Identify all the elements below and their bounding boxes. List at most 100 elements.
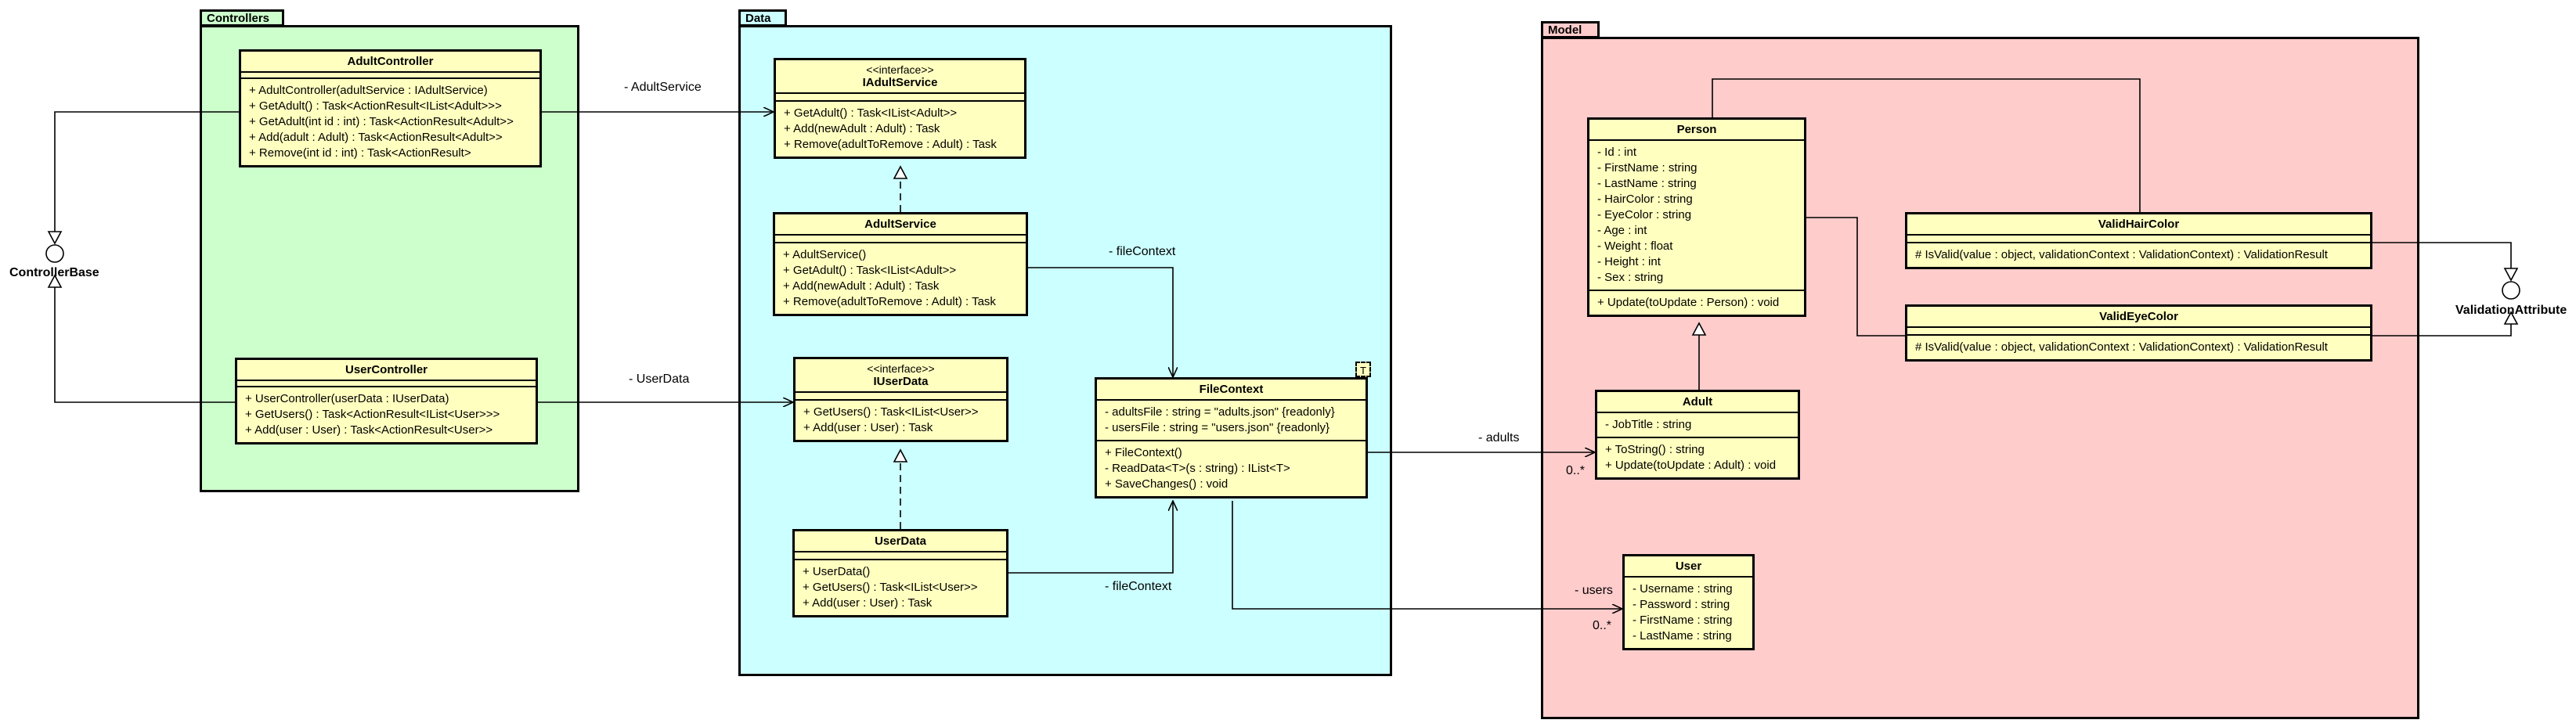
attributes-compartment: - adultsFile : string = "adults.json" {r… [1097, 401, 1366, 441]
method: + GetUsers() : Task<IList<User>> [803, 405, 979, 419]
class-user-data[interactable]: UserData + UserData() + GetUsers() : Tas… [792, 529, 1008, 617]
method: + Add(adult : Adult) : Task<ActionResult… [249, 131, 503, 144]
multiplicity-adults: 0..* [1566, 464, 1586, 477]
template-parameter: T [1355, 362, 1371, 377]
attribute: - JobTitle : string [1605, 418, 1692, 431]
method: # IsValid(value : object, validationCont… [1915, 340, 2328, 354]
package-tab-data: Data [738, 9, 787, 27]
attribute: - Username : string [1633, 582, 1733, 596]
class-name: Adult [1597, 392, 1798, 413]
method: + UserController(userData : IUserData) [245, 392, 449, 405]
class-valid-hair-color[interactable]: ValidHairColor # IsValid(value : object,… [1905, 212, 2372, 269]
methods-compartment: # IsValid(value : object, validationCont… [1907, 243, 2370, 267]
method: - ReadData<T>(s : string) : IList<T> [1105, 462, 1290, 475]
method: + GetAdult() : Task<IList<Adult>> [784, 106, 958, 120]
attribute: - LastName : string [1633, 629, 1732, 642]
attributes-compartment [241, 73, 539, 79]
association-label-adults: - adults [1478, 431, 1520, 444]
association-label-file-context-2: - fileContext [1105, 580, 1172, 593]
class-user[interactable]: User - Username : string - Password : st… [1622, 554, 1755, 650]
attribute: - FirstName : string [1633, 614, 1733, 627]
class-person[interactable]: Person - Id : int - FirstName : string -… [1587, 117, 1806, 317]
attribute: - Password : string [1633, 598, 1730, 611]
method: + GetUsers() : Task<ActionResult<IList<U… [245, 408, 500, 421]
attribute: - LastName : string [1597, 177, 1697, 190]
method: + Add(user : User) : Task [803, 421, 933, 434]
class-adult-service[interactable]: AdultService + AdultService() + GetAdult… [773, 212, 1028, 316]
method: + GetAdult() : Task<IList<Adult>> [783, 264, 957, 277]
stereotype: <<interface>> [866, 63, 934, 76]
attribute: - Id : int [1597, 146, 1637, 159]
methods-compartment: + ToString() : string + Update(toUpdate … [1597, 438, 1798, 477]
class-name: <<interface>> IUserData [796, 359, 1006, 393]
methods-compartment: # IsValid(value : object, validationCont… [1907, 336, 2370, 359]
association-label-adult-service: - AdultService [624, 81, 702, 94]
attributes-compartment [775, 236, 1026, 243]
method: + GetAdult() : Task<ActionResult<IList<A… [249, 99, 502, 113]
stereotype: <<interface>> [867, 362, 935, 375]
interface-iadult-service[interactable]: <<interface>> IAdultService + GetAdult()… [774, 58, 1026, 159]
attribute: - Height : int [1597, 255, 1661, 268]
interface-name: IAdultService [862, 76, 938, 89]
method: + SaveChanges() : void [1105, 477, 1228, 491]
class-valid-eye-color[interactable]: ValidEyeColor # IsValid(value : object, … [1905, 304, 2372, 362]
method: + Update(toUpdate : Person) : void [1597, 296, 1780, 309]
attribute: - EyeColor : string [1597, 208, 1692, 221]
class-file-context[interactable]: FileContext - adultsFile : string = "adu… [1095, 377, 1368, 498]
attributes-compartment [1907, 236, 2370, 243]
attribute: - FirstName : string [1597, 161, 1697, 175]
method: + Remove(adultToRemove : Adult) : Task [784, 138, 997, 151]
attribute: - adultsFile : string = "adults.json" {r… [1105, 405, 1335, 419]
association-label-users: - users [1575, 584, 1613, 597]
methods-compartment: + UserController(userData : IUserData) +… [237, 387, 536, 442]
method: + Remove(int id : int) : Task<ActionResu… [249, 146, 471, 160]
attribute: - Age : int [1597, 224, 1647, 237]
class-name: UserController [237, 360, 536, 381]
association-label-file-context-1: - fileContext [1109, 245, 1176, 258]
method: + AdultController(adultService : IAdultS… [249, 84, 488, 97]
methods-compartment: + GetAdult() : Task<IList<Adult>> + Add(… [776, 102, 1024, 157]
method: + FileContext() [1105, 446, 1182, 459]
methods-compartment: + AdultController(adultService : IAdultS… [241, 79, 539, 165]
validation-attribute-label: ValidationAttribute [2455, 304, 2567, 317]
class-name: AdultController [241, 52, 539, 73]
method: + Update(toUpdate : Adult) : void [1605, 459, 1777, 472]
class-name: ValidHairColor [1907, 214, 2370, 236]
method: + UserData() [803, 565, 871, 578]
controller-base-lollipop [45, 244, 64, 263]
methods-compartment: + AdultService() + GetAdult() : Task<ILi… [775, 243, 1026, 314]
validation-attribute-lollipop [2502, 281, 2520, 300]
interface-iuser-data[interactable]: <<interface>> IUserData + GetUsers() : T… [793, 357, 1008, 442]
class-adult[interactable]: Adult - JobTitle : string + ToString() :… [1595, 390, 1800, 480]
method: + GetAdult(int id : int) : Task<ActionRe… [249, 115, 514, 128]
class-name: AdultService [775, 214, 1026, 236]
controller-base-label: ControllerBase [9, 266, 99, 279]
association-label-user-data: - UserData [629, 372, 690, 386]
method: + Add(newAdult : Adult) : Task [784, 122, 940, 135]
attributes-compartment [795, 552, 1006, 560]
methods-compartment: + FileContext() - ReadData<T>(s : string… [1097, 441, 1366, 496]
attributes-compartment: - Username : string - Password : string … [1625, 578, 1752, 648]
attribute: - Weight : float [1597, 239, 1673, 253]
attributes-compartment [776, 94, 1024, 102]
method: + Add(user : User) : Task [803, 596, 933, 610]
class-name: FileContext [1097, 380, 1366, 401]
method: + Remove(adultToRemove : Adult) : Task [783, 295, 996, 308]
class-name: ValidEyeColor [1907, 307, 2370, 328]
methods-compartment: + Update(toUpdate : Person) : void [1589, 291, 1804, 315]
class-user-controller[interactable]: UserController + UserController(userData… [235, 358, 538, 444]
method: + Add(user : User) : Task<ActionResult<U… [245, 423, 493, 437]
class-adult-controller[interactable]: AdultController + AdultController(adultS… [239, 49, 542, 167]
attributes-compartment [796, 393, 1006, 401]
class-name: UserData [795, 531, 1006, 552]
method: + ToString() : string [1605, 443, 1705, 456]
attributes-compartment [237, 381, 536, 387]
attribute: - HairColor : string [1597, 193, 1693, 206]
attribute: - usersFile : string = "users.json" {rea… [1105, 421, 1330, 434]
methods-compartment: + GetUsers() : Task<IList<User>> + Add(u… [796, 401, 1006, 440]
interface-name: IUserData [873, 375, 929, 388]
method: + AdultService() [783, 248, 867, 261]
attribute: - Sex : string [1597, 271, 1664, 284]
methods-compartment: + UserData() + GetUsers() : Task<IList<U… [795, 560, 1006, 615]
